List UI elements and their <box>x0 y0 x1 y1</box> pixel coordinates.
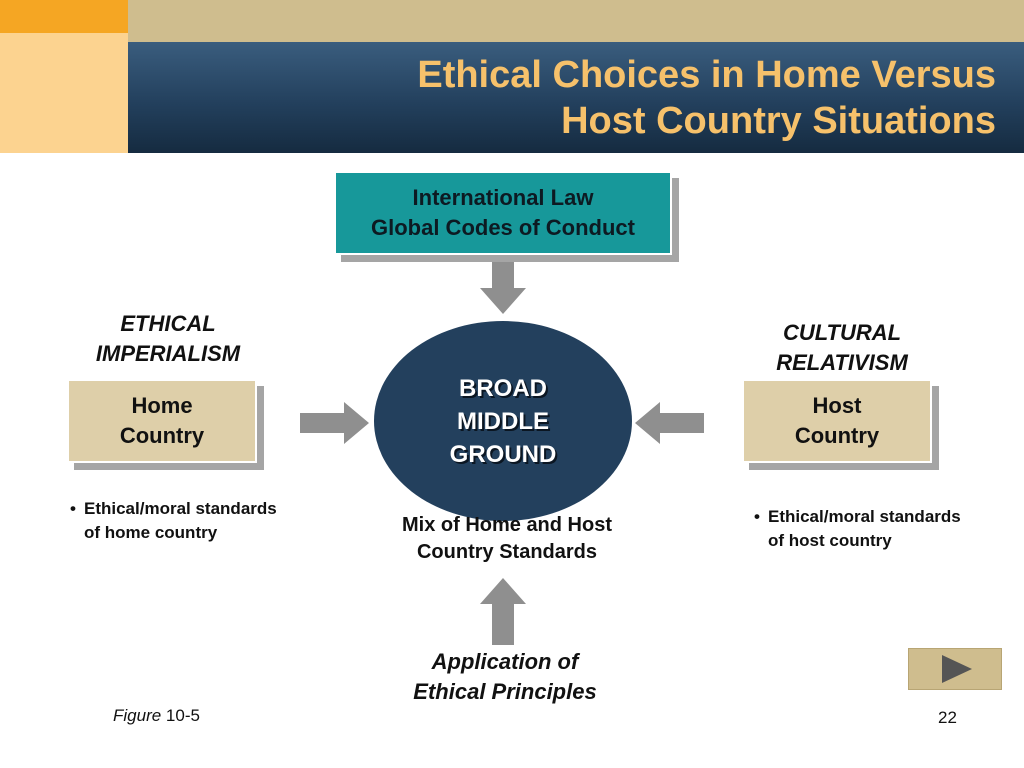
right-arrow-icon <box>300 402 369 444</box>
center-line-3: GROUND <box>449 440 557 468</box>
figure-number: 10-5 <box>165 706 200 725</box>
international-box-line-2: Global Codes of Conduct <box>371 215 635 240</box>
bullet-dot-icon: • <box>754 507 760 526</box>
ethical-imperialism-heading: ETHICAL IMPERIALISM <box>60 309 276 369</box>
up-arrow-icon <box>480 578 526 645</box>
host-country-bullet: • Ethical/moral standards of host countr… <box>754 505 964 553</box>
home-bullet-text: Ethical/moral standards of home country <box>84 499 277 542</box>
application-label-line-2: Ethical Principles <box>413 679 597 704</box>
broad-middle-ground-ellipse <box>374 321 632 521</box>
mix-standards-label: Mix of Home and Host Country Standards <box>372 512 642 566</box>
bullet-dot-icon: • <box>70 499 76 518</box>
application-label-line-1: Application of <box>431 649 579 674</box>
host-country-line-2: Country <box>794 423 880 448</box>
title-line-2: Host Country Situations <box>561 100 996 142</box>
international-law-box: International Law Global Codes of Conduc… <box>334 171 672 255</box>
ethical-imperialism-line-2: IMPERIALISM <box>95 341 241 366</box>
title-bar <box>128 42 1024 153</box>
home-country-line-2: Country <box>119 423 205 448</box>
next-slide-button[interactable] <box>908 648 1002 690</box>
host-country-box: Host Country <box>742 379 932 463</box>
international-box-line-1: International Law <box>412 185 594 210</box>
page-number: 22 <box>938 708 957 727</box>
header-accent-orange <box>0 0 128 33</box>
host-bullet-text: Ethical/moral standards of host country <box>768 507 961 550</box>
home-country-box: Home Country <box>67 379 257 463</box>
center-line-2: MIDDLE <box>457 407 549 435</box>
host-country-line-1: Host <box>812 393 862 418</box>
cultural-relativism-line-2: RELATIVISM <box>776 350 908 375</box>
title-line-1: Ethical Choices in Home Versus <box>417 54 996 96</box>
ethical-imperialism-line-1: ETHICAL <box>120 311 216 336</box>
play-triangle-icon <box>942 655 972 683</box>
slide-title: Ethical Choices in Home Versus Host Coun… <box>196 52 996 144</box>
home-country-bullet: • Ethical/moral standards of home countr… <box>70 497 280 545</box>
figure-word: Figure <box>113 706 162 725</box>
down-arrow-icon <box>480 262 526 314</box>
center-line-1: BROAD <box>459 374 547 402</box>
figure-caption: Figure 10-5 <box>113 706 200 726</box>
mix-label-line-2: Country Standards <box>416 541 598 563</box>
left-arrow-icon <box>635 402 704 444</box>
header-tan-bar <box>128 0 1024 42</box>
application-of-principles-label: Application of Ethical Principles <box>370 647 640 707</box>
cultural-relativism-line-1: CULTURAL <box>782 320 902 345</box>
header-accent-light-orange <box>0 33 128 153</box>
home-country-line-1: Home <box>131 393 193 418</box>
broad-middle-ground-text: BROAD MIDDLE GROUND <box>374 321 632 521</box>
cultural-relativism-heading: CULTURAL RELATIVISM <box>734 318 950 378</box>
mix-label-line-1: Mix of Home and Host <box>401 514 612 536</box>
